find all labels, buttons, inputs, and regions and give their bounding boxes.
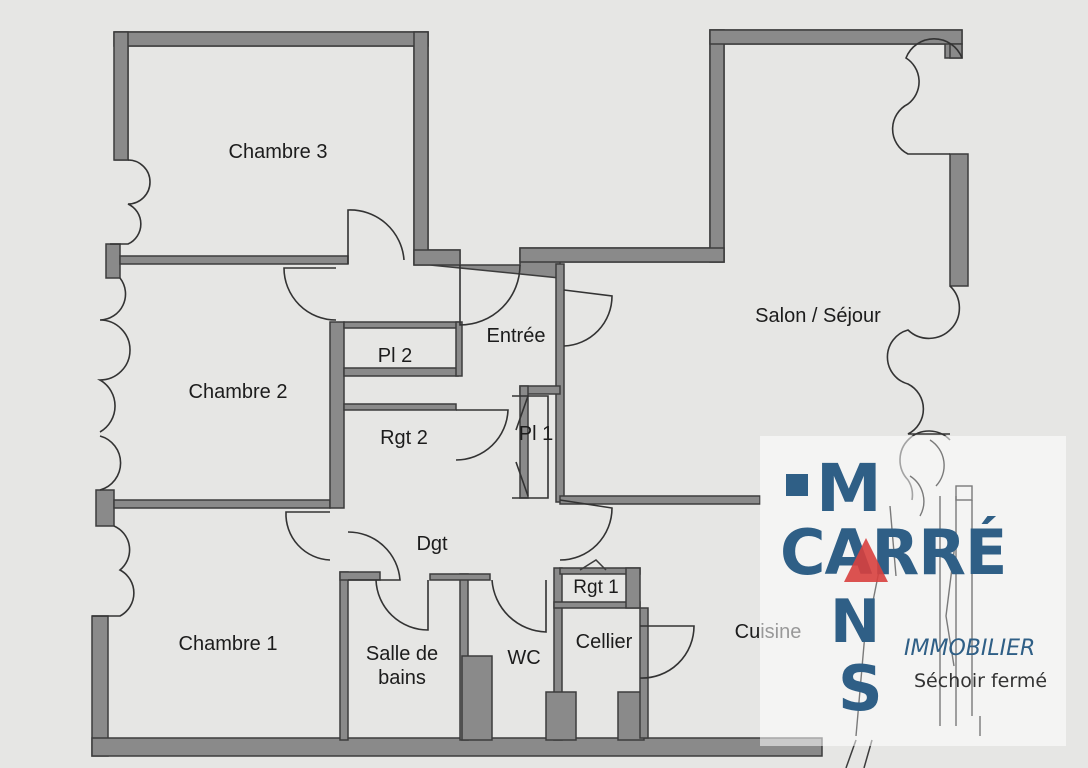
- room-label-chambre1: Chambre 1: [178, 633, 278, 655]
- salle-de-bains-line2: bains: [378, 667, 426, 689]
- room-label-entree: Entrée: [486, 325, 546, 347]
- room-label-sechoir: Séchoir fermé: [914, 670, 1048, 692]
- window-arcs-left: [92, 159, 151, 617]
- watermark-carre-text: CARRÉ: [780, 516, 1007, 589]
- outer-walls: [91, 29, 969, 757]
- room-label-salon: Salon / Séjour: [755, 305, 881, 327]
- room-label-rgt1: Rgt 1: [573, 577, 619, 598]
- rgt1-marker: [579, 559, 607, 571]
- room-label-salle-de-bains: Salle de bains: [366, 642, 438, 690]
- watermark-red-a-icon: [844, 538, 888, 582]
- room-label-rgt2: Rgt 2: [380, 427, 428, 449]
- interior-walls: [113, 255, 761, 741]
- agency-watermark: M CARRÉ N S IMMOBILIER Séchoir fermé: [760, 436, 1066, 746]
- watermark-immobilier: IMMOBILIER: [904, 636, 1036, 661]
- watermark-square-icon: [786, 474, 808, 496]
- room-label-chambre2: Chambre 2: [188, 381, 288, 403]
- salle-de-bains-line1: Salle de: [365, 643, 439, 665]
- room-label-wc: WC: [507, 647, 541, 669]
- room-label-chambre3: Chambre 3: [228, 141, 328, 163]
- room-label-pl2: Pl 2: [377, 345, 413, 367]
- room-label-dgt: Dgt: [416, 533, 448, 555]
- watermark-letter-m: M: [816, 450, 882, 527]
- door-swings: [283, 209, 695, 679]
- room-label-cellier: Cellier: [575, 631, 633, 653]
- room-label-pl1: Pl 1: [518, 423, 554, 445]
- watermark-letter-n: N: [830, 587, 881, 657]
- watermark-letter-s: S: [838, 652, 883, 725]
- watermark-carre: CARRÉ: [780, 522, 1007, 584]
